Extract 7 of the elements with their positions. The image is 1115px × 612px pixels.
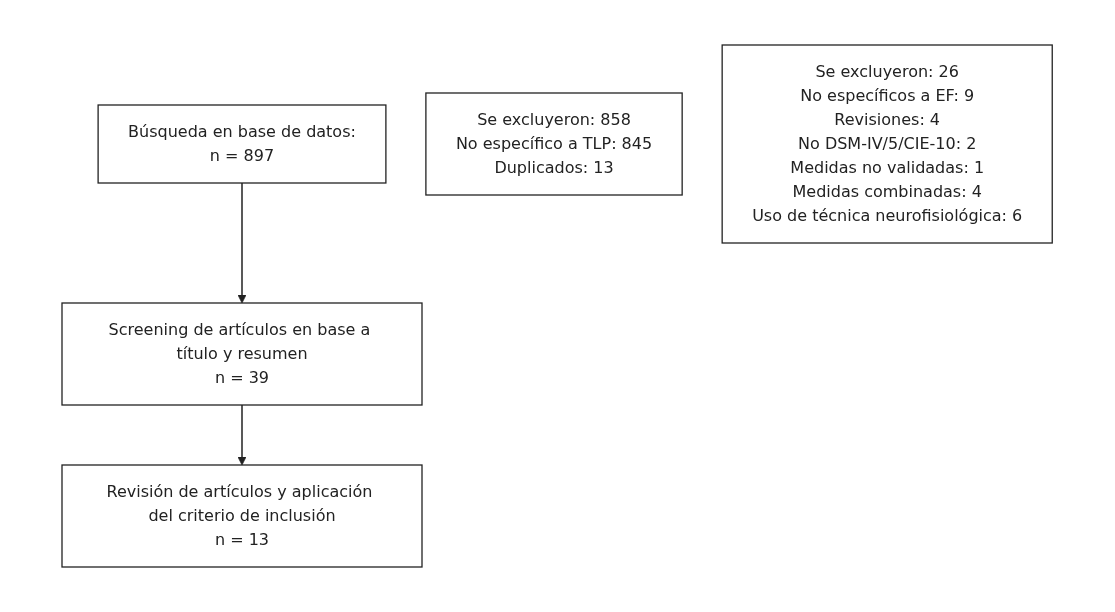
- node-box: Revisión de artículos y aplicación del criterio de inclusión n = 13: [61, 464, 424, 568]
- arrow: [238, 182, 247, 304]
- node-box: Búsqueda en base de datos: n = 897: [97, 104, 387, 184]
- arrow: [238, 404, 247, 466]
- node-box: Se excluyeron: 858 No específico a TLP: 845 Duplicados: 13: [425, 92, 684, 196]
- node-box: Se excluyeron: 26 No específicos a EF: 9 Revisiones: 4 No DSM-IV/5/CIE-10: 2 Medidas no validadas: 1 Medidas combinadas: 4 Uso de técnica neurofisiológica: 6: [721, 44, 1054, 244]
- node-box: Screening de artículos en base a título y resumen n = 39: [61, 302, 424, 406]
